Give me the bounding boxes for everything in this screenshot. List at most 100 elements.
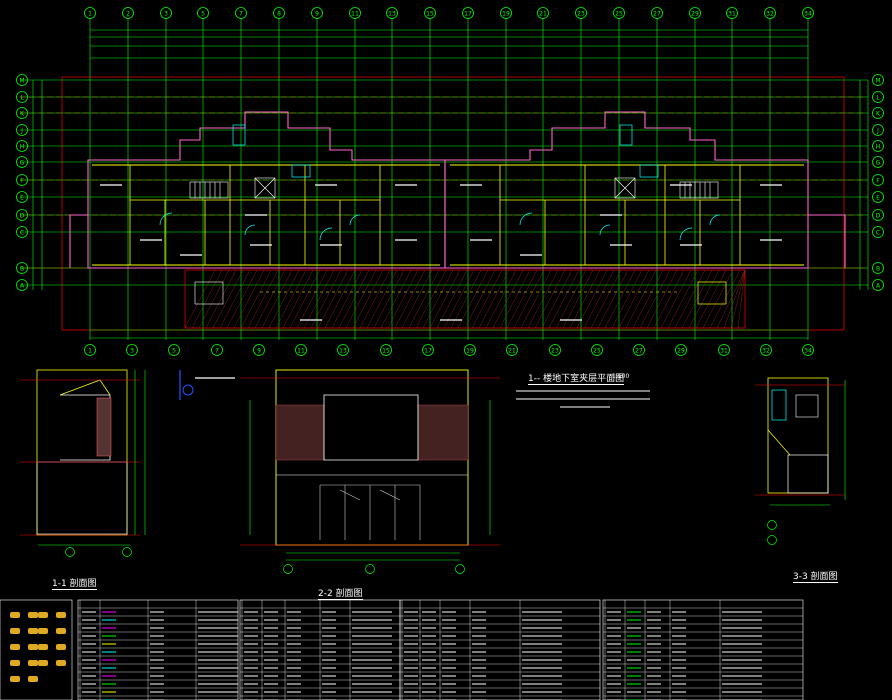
hatch-line <box>450 269 482 329</box>
section-2-2-title: 2-2 剖面图 <box>318 586 363 600</box>
key-plan-building <box>56 612 66 618</box>
axis-bubble-label: 13 <box>339 348 347 355</box>
axis-bubble-circle <box>549 344 561 356</box>
axis-bubble-bottom: 34 <box>802 344 814 356</box>
hatch-line <box>429 269 461 329</box>
axis-bubble-circle <box>872 140 884 152</box>
axis-bubble-label: G <box>876 160 881 167</box>
axis-bubble-circle <box>718 344 730 356</box>
axis-bubble-circle <box>337 344 349 356</box>
hatch-line <box>625 269 657 329</box>
axis-bubble-bottom: 29 <box>675 344 687 356</box>
hatch-line <box>667 269 699 329</box>
key-plan-building <box>10 644 20 650</box>
key-plan-building <box>38 660 48 666</box>
axis-bubble-circle <box>575 7 587 19</box>
key-plan-building <box>38 612 48 618</box>
axis-bubble-circle <box>16 279 28 291</box>
axis-bubble-label: 29 <box>691 11 699 18</box>
axis-bubble-label: A <box>876 283 881 290</box>
hatch-line <box>240 269 272 329</box>
axis-bubble-right: D <box>872 209 884 221</box>
axis-bubble-right: K <box>872 107 884 119</box>
axis-bubble-bottom: 15 <box>380 344 392 356</box>
axis-bubble-circle <box>16 74 28 86</box>
side-dimension-lines <box>32 80 869 290</box>
axis-bubble-circle <box>591 344 603 356</box>
axis-bubble-circle <box>16 107 28 119</box>
key-plan-building <box>28 676 38 682</box>
hatch-line <box>352 269 384 329</box>
axis-bubble-circle <box>500 7 512 19</box>
hatch-line <box>380 269 412 329</box>
axis-bubble-label: F <box>876 178 880 185</box>
axis-bubble-label: 29 <box>677 348 685 355</box>
key-plan-building <box>38 644 48 650</box>
hatch-line <box>653 269 685 329</box>
axis-bubble-circle <box>424 7 436 19</box>
hatch-line <box>541 269 573 329</box>
axis-bubble-circle <box>633 344 645 356</box>
axis-bubble-label: 21 <box>539 11 547 18</box>
axis-bubble-circle <box>872 279 884 291</box>
axis-bubble-right: G <box>872 156 884 168</box>
hatch-line <box>268 269 300 329</box>
hatch-line <box>296 269 328 329</box>
axis-bubble-left: J <box>16 124 28 136</box>
hatch-line <box>275 269 307 329</box>
axis-bubble-label: 23 <box>577 11 585 18</box>
axis-bubble-left: M <box>16 74 28 86</box>
axis-bubble-circle <box>126 344 138 356</box>
axis-bubble-label: 3 <box>130 348 134 355</box>
hatch-line <box>548 269 580 329</box>
key-plan-building <box>10 660 20 666</box>
hatch-line <box>247 269 279 329</box>
axis-bubble-label: D <box>876 213 881 220</box>
axis-bubble-left: K <box>16 107 28 119</box>
material-table <box>602 599 804 700</box>
axis-bubble-left: G <box>16 156 28 168</box>
axis-bubble-bottom: 32 <box>760 344 772 356</box>
axis-bubble-top: 27 <box>651 7 663 19</box>
hatch-line <box>359 269 391 329</box>
axis-bubble-top: 5 <box>197 7 209 19</box>
hatch-line <box>387 269 419 329</box>
hatch-line <box>233 269 265 329</box>
axis-bubble-label: 23 <box>551 348 559 355</box>
hatch-line <box>527 269 559 329</box>
hatch-line <box>478 269 510 329</box>
hatch-line <box>485 269 517 329</box>
key-plan-building <box>28 660 38 666</box>
axis-bubble-right: F <box>872 174 884 186</box>
axis-bubble-label: 2 <box>126 11 130 18</box>
axis-bubble-circle <box>872 226 884 238</box>
axis-bubble-circle <box>16 124 28 136</box>
axis-bubble-right: C <box>872 226 884 238</box>
axis-bubble-left: A <box>16 279 28 291</box>
axis-bubble-label: 25 <box>615 11 623 18</box>
axis-bubble-label: 13 <box>388 11 396 18</box>
hatch-line <box>422 269 454 329</box>
hatch-line <box>590 269 622 329</box>
axis-bubble-circle <box>311 7 323 19</box>
axis-bubble-bottom: 23 <box>549 344 561 356</box>
axis-bubble-circle <box>872 156 884 168</box>
axis-bubble-circle <box>16 174 28 186</box>
axis-bubble-circle <box>386 7 398 19</box>
axis-bubble-left: B <box>16 262 28 274</box>
hatch-line <box>695 269 727 329</box>
key-plan-building <box>28 644 38 650</box>
axis-bubble-circle <box>506 344 518 356</box>
hatch-line <box>191 269 223 329</box>
axis-bubble-circle <box>84 344 96 356</box>
axis-bubble-top: 34 <box>802 7 814 19</box>
top-dimension-lines <box>90 29 808 59</box>
axis-bubble-top: 11 <box>349 7 361 19</box>
axis-bubble-label: J <box>876 128 879 135</box>
hatch-line <box>604 269 636 329</box>
